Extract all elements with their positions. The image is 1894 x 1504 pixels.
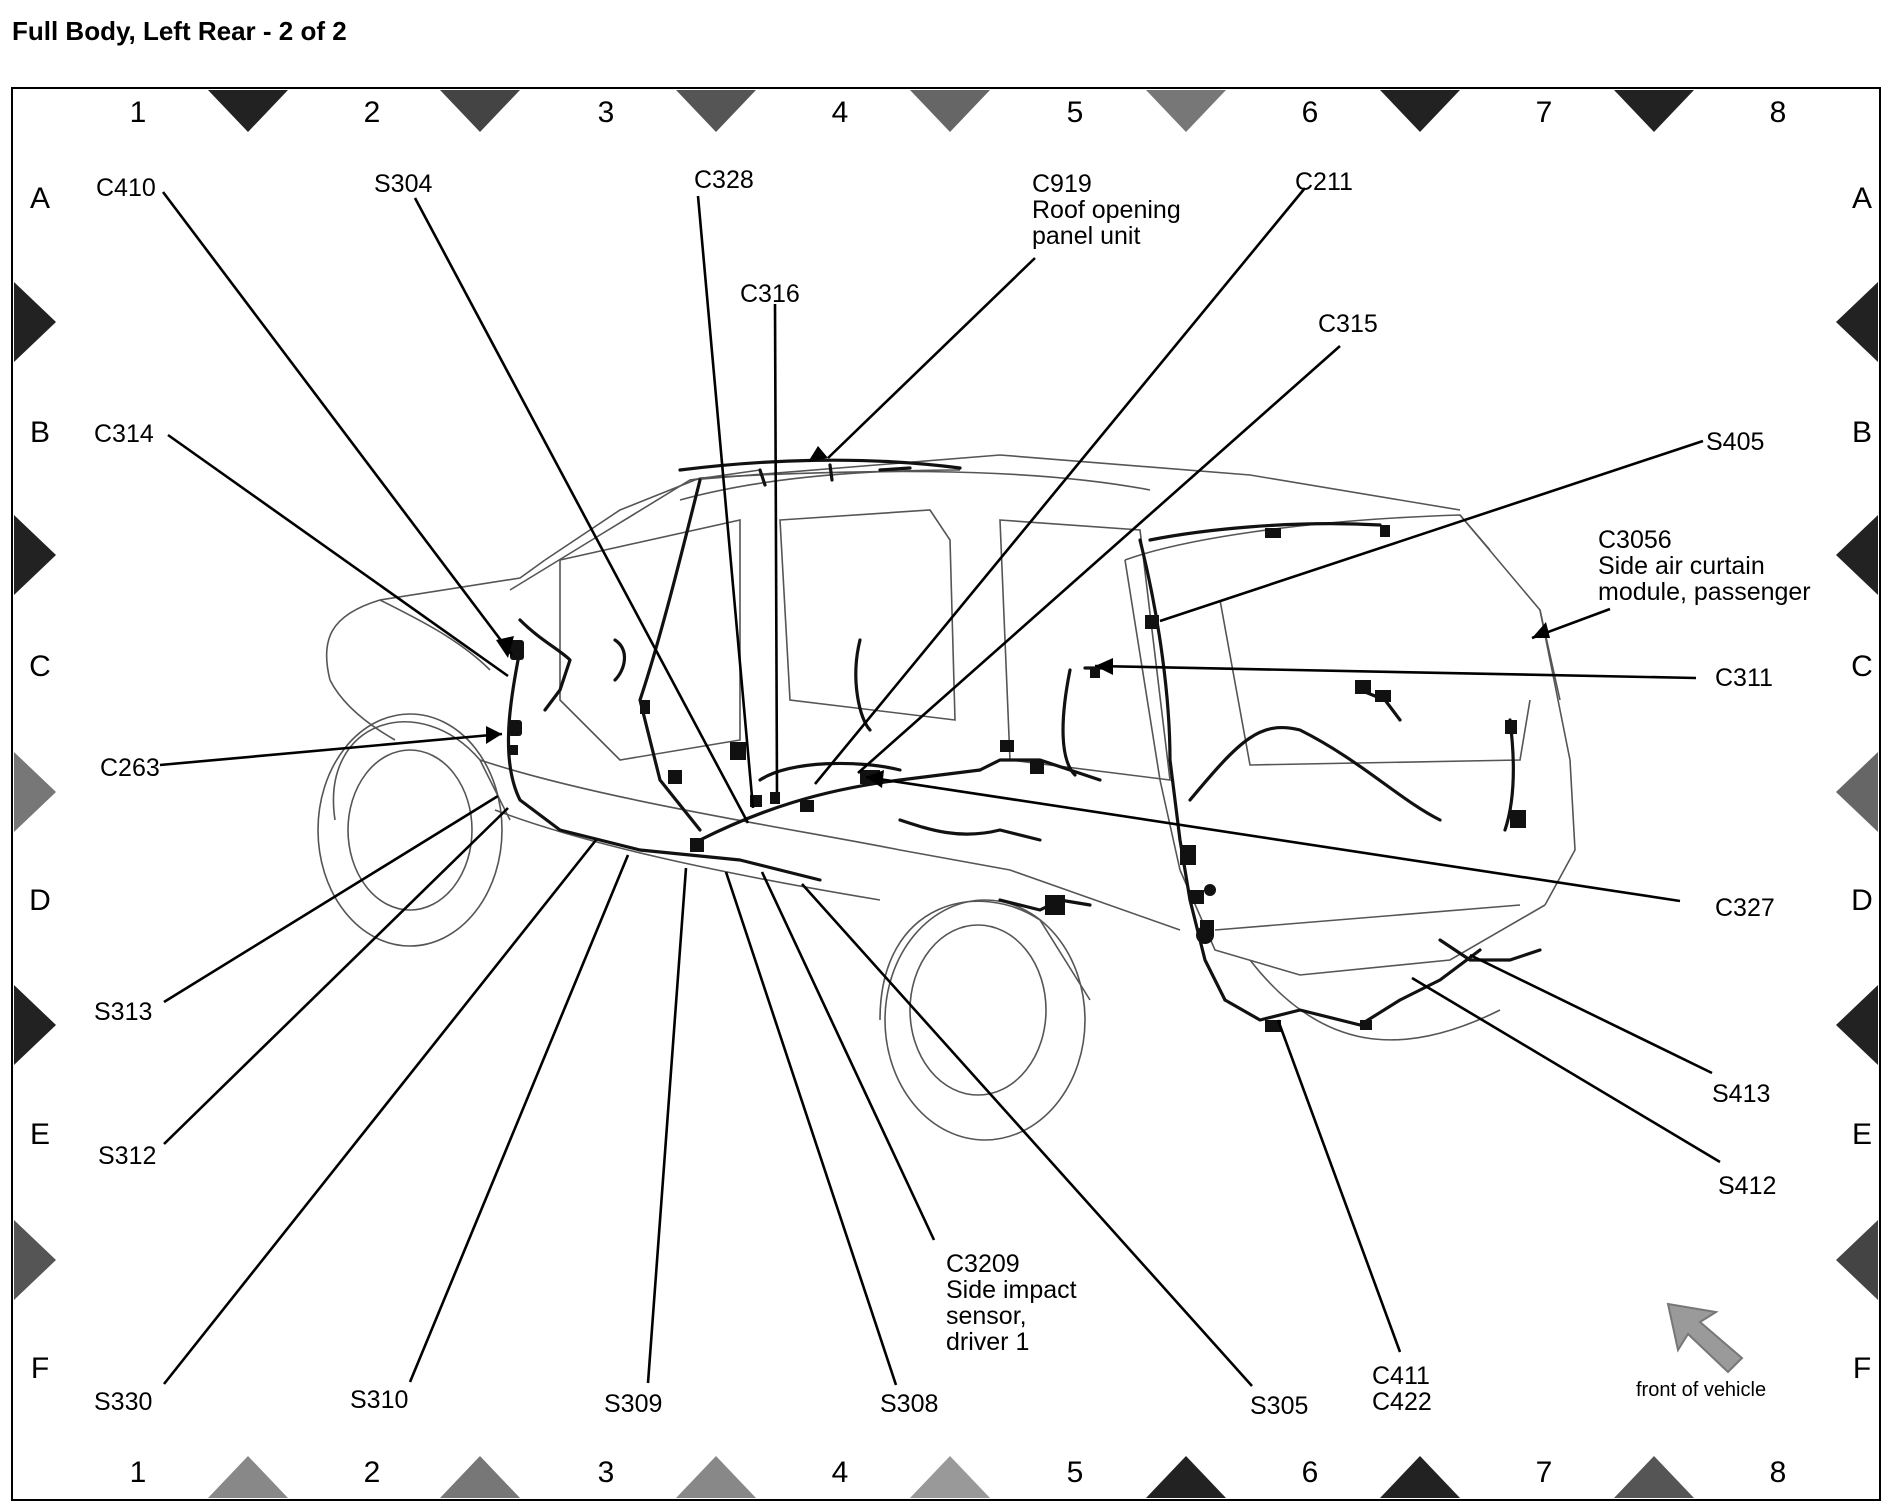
diagram-frame bbox=[11, 87, 1881, 1501]
callout-c327: C327 bbox=[1715, 894, 1775, 922]
grid-row-left-f: F bbox=[31, 1352, 49, 1385]
front-of-vehicle-label: front of vehicle bbox=[1636, 1379, 1766, 1401]
callout-c411: C411 bbox=[1372, 1362, 1430, 1390]
callout-s313: S313 bbox=[94, 998, 152, 1026]
callout-s304: S304 bbox=[374, 170, 432, 198]
zone-markers bbox=[14, 90, 1878, 1498]
grid-row-left-e: E bbox=[30, 1118, 50, 1151]
grid-row-right-c: C bbox=[1851, 650, 1873, 683]
callout-c919-line2: Roof opening bbox=[1032, 196, 1181, 224]
callout-c311: C311 bbox=[1715, 664, 1773, 692]
front-of-vehicle-arrow-icon bbox=[1666, 1302, 1744, 1374]
callout-c3209: C3209 Side impact sensor, driver 1 bbox=[946, 1250, 1084, 1356]
callout-c422: C422 bbox=[1372, 1388, 1432, 1416]
grid-col-bottom-1: 1 bbox=[130, 1456, 147, 1489]
callout-c3056-line1: C3056 bbox=[1598, 526, 1672, 554]
callout-s308: S308 bbox=[880, 1390, 938, 1418]
grid-col-top-1: 1 bbox=[130, 96, 147, 129]
grid-col-bottom-3: 3 bbox=[598, 1456, 615, 1489]
callout-c211: C211 bbox=[1295, 168, 1353, 196]
callout-s305: S305 bbox=[1250, 1392, 1308, 1420]
callout-c411-c422: C411 C422 bbox=[1372, 1362, 1437, 1416]
callout-c316: C316 bbox=[740, 280, 800, 308]
callout-s330: S330 bbox=[94, 1388, 152, 1416]
grid-col-top-3: 3 bbox=[598, 96, 615, 129]
grid-row-left-c: C bbox=[29, 650, 51, 683]
grid-row-left-b: B bbox=[30, 416, 50, 449]
callout-s405: S405 bbox=[1706, 428, 1764, 456]
grid-col-top-2: 2 bbox=[364, 96, 381, 129]
connectors bbox=[508, 525, 1526, 1032]
grid-col-bottom-6: 6 bbox=[1302, 1456, 1319, 1489]
wiring-harness bbox=[506, 458, 1542, 1027]
grid-row-left-d: D bbox=[29, 884, 51, 917]
grid-row-right-d: D bbox=[1851, 884, 1873, 917]
callout-labels: C410 S304 C328 C316 C919 Roof opening pa… bbox=[94, 166, 1811, 1420]
grid-col-bottom-4: 4 bbox=[832, 1456, 849, 1489]
callout-c263: C263 bbox=[100, 754, 160, 782]
vehicle-outline bbox=[317, 454, 1576, 1141]
callout-s413: S413 bbox=[1712, 1080, 1770, 1108]
grid-col-top-5: 5 bbox=[1067, 96, 1084, 129]
grid-row-right-e: E bbox=[1852, 1118, 1872, 1151]
callout-c919-line3: panel unit bbox=[1032, 222, 1140, 250]
grid-col-bottom-7: 7 bbox=[1536, 1456, 1553, 1489]
arrowheads bbox=[486, 446, 1550, 788]
callout-c314: C314 bbox=[94, 420, 154, 448]
grid-col-top-8: 8 bbox=[1770, 96, 1787, 129]
grid-col-top-7: 7 bbox=[1536, 96, 1553, 129]
grid-col-top-6: 6 bbox=[1302, 96, 1319, 129]
callout-c328: C328 bbox=[694, 166, 754, 194]
leader-lines bbox=[159, 187, 1721, 1387]
grid-col-bottom-8: 8 bbox=[1770, 1456, 1787, 1489]
callout-c3056-line2: Side air curtain bbox=[1598, 552, 1765, 580]
callout-c315: C315 bbox=[1318, 310, 1378, 338]
callout-c3209-line4: driver 1 bbox=[946, 1328, 1029, 1356]
grid-col-bottom-2: 2 bbox=[364, 1456, 381, 1489]
grid-col-bottom-5: 5 bbox=[1067, 1456, 1084, 1489]
grid-labels: 1 2 3 4 5 6 7 8 1 2 3 4 5 6 7 8 A B C D … bbox=[29, 96, 1873, 1489]
grid-row-right-a: A bbox=[1852, 182, 1872, 215]
callout-c919-line1: C919 bbox=[1032, 170, 1092, 198]
callout-s309: S309 bbox=[604, 1390, 662, 1418]
page-title: Full Body, Left Rear - 2 of 2 bbox=[12, 16, 347, 46]
callout-c3056: C3056 Side air curtain module, passenger bbox=[1598, 526, 1811, 606]
callout-c3209-line1: C3209 bbox=[946, 1250, 1020, 1278]
callout-s312: S312 bbox=[98, 1142, 156, 1170]
callout-s412: S412 bbox=[1718, 1172, 1776, 1200]
grid-row-left-a: A bbox=[30, 182, 50, 215]
grid-col-top-4: 4 bbox=[832, 96, 849, 129]
callout-c3209-line2: Side impact bbox=[946, 1276, 1077, 1304]
callout-c3209-line3: sensor, bbox=[946, 1302, 1027, 1330]
grid-row-right-b: B bbox=[1852, 416, 1872, 449]
callout-c410: C410 bbox=[96, 174, 156, 202]
callout-s310: S310 bbox=[350, 1386, 408, 1414]
callout-c919: C919 Roof opening panel unit bbox=[1032, 170, 1188, 250]
callout-c3056-line3: module, passenger bbox=[1598, 578, 1811, 606]
grid-row-right-f: F bbox=[1853, 1352, 1871, 1385]
